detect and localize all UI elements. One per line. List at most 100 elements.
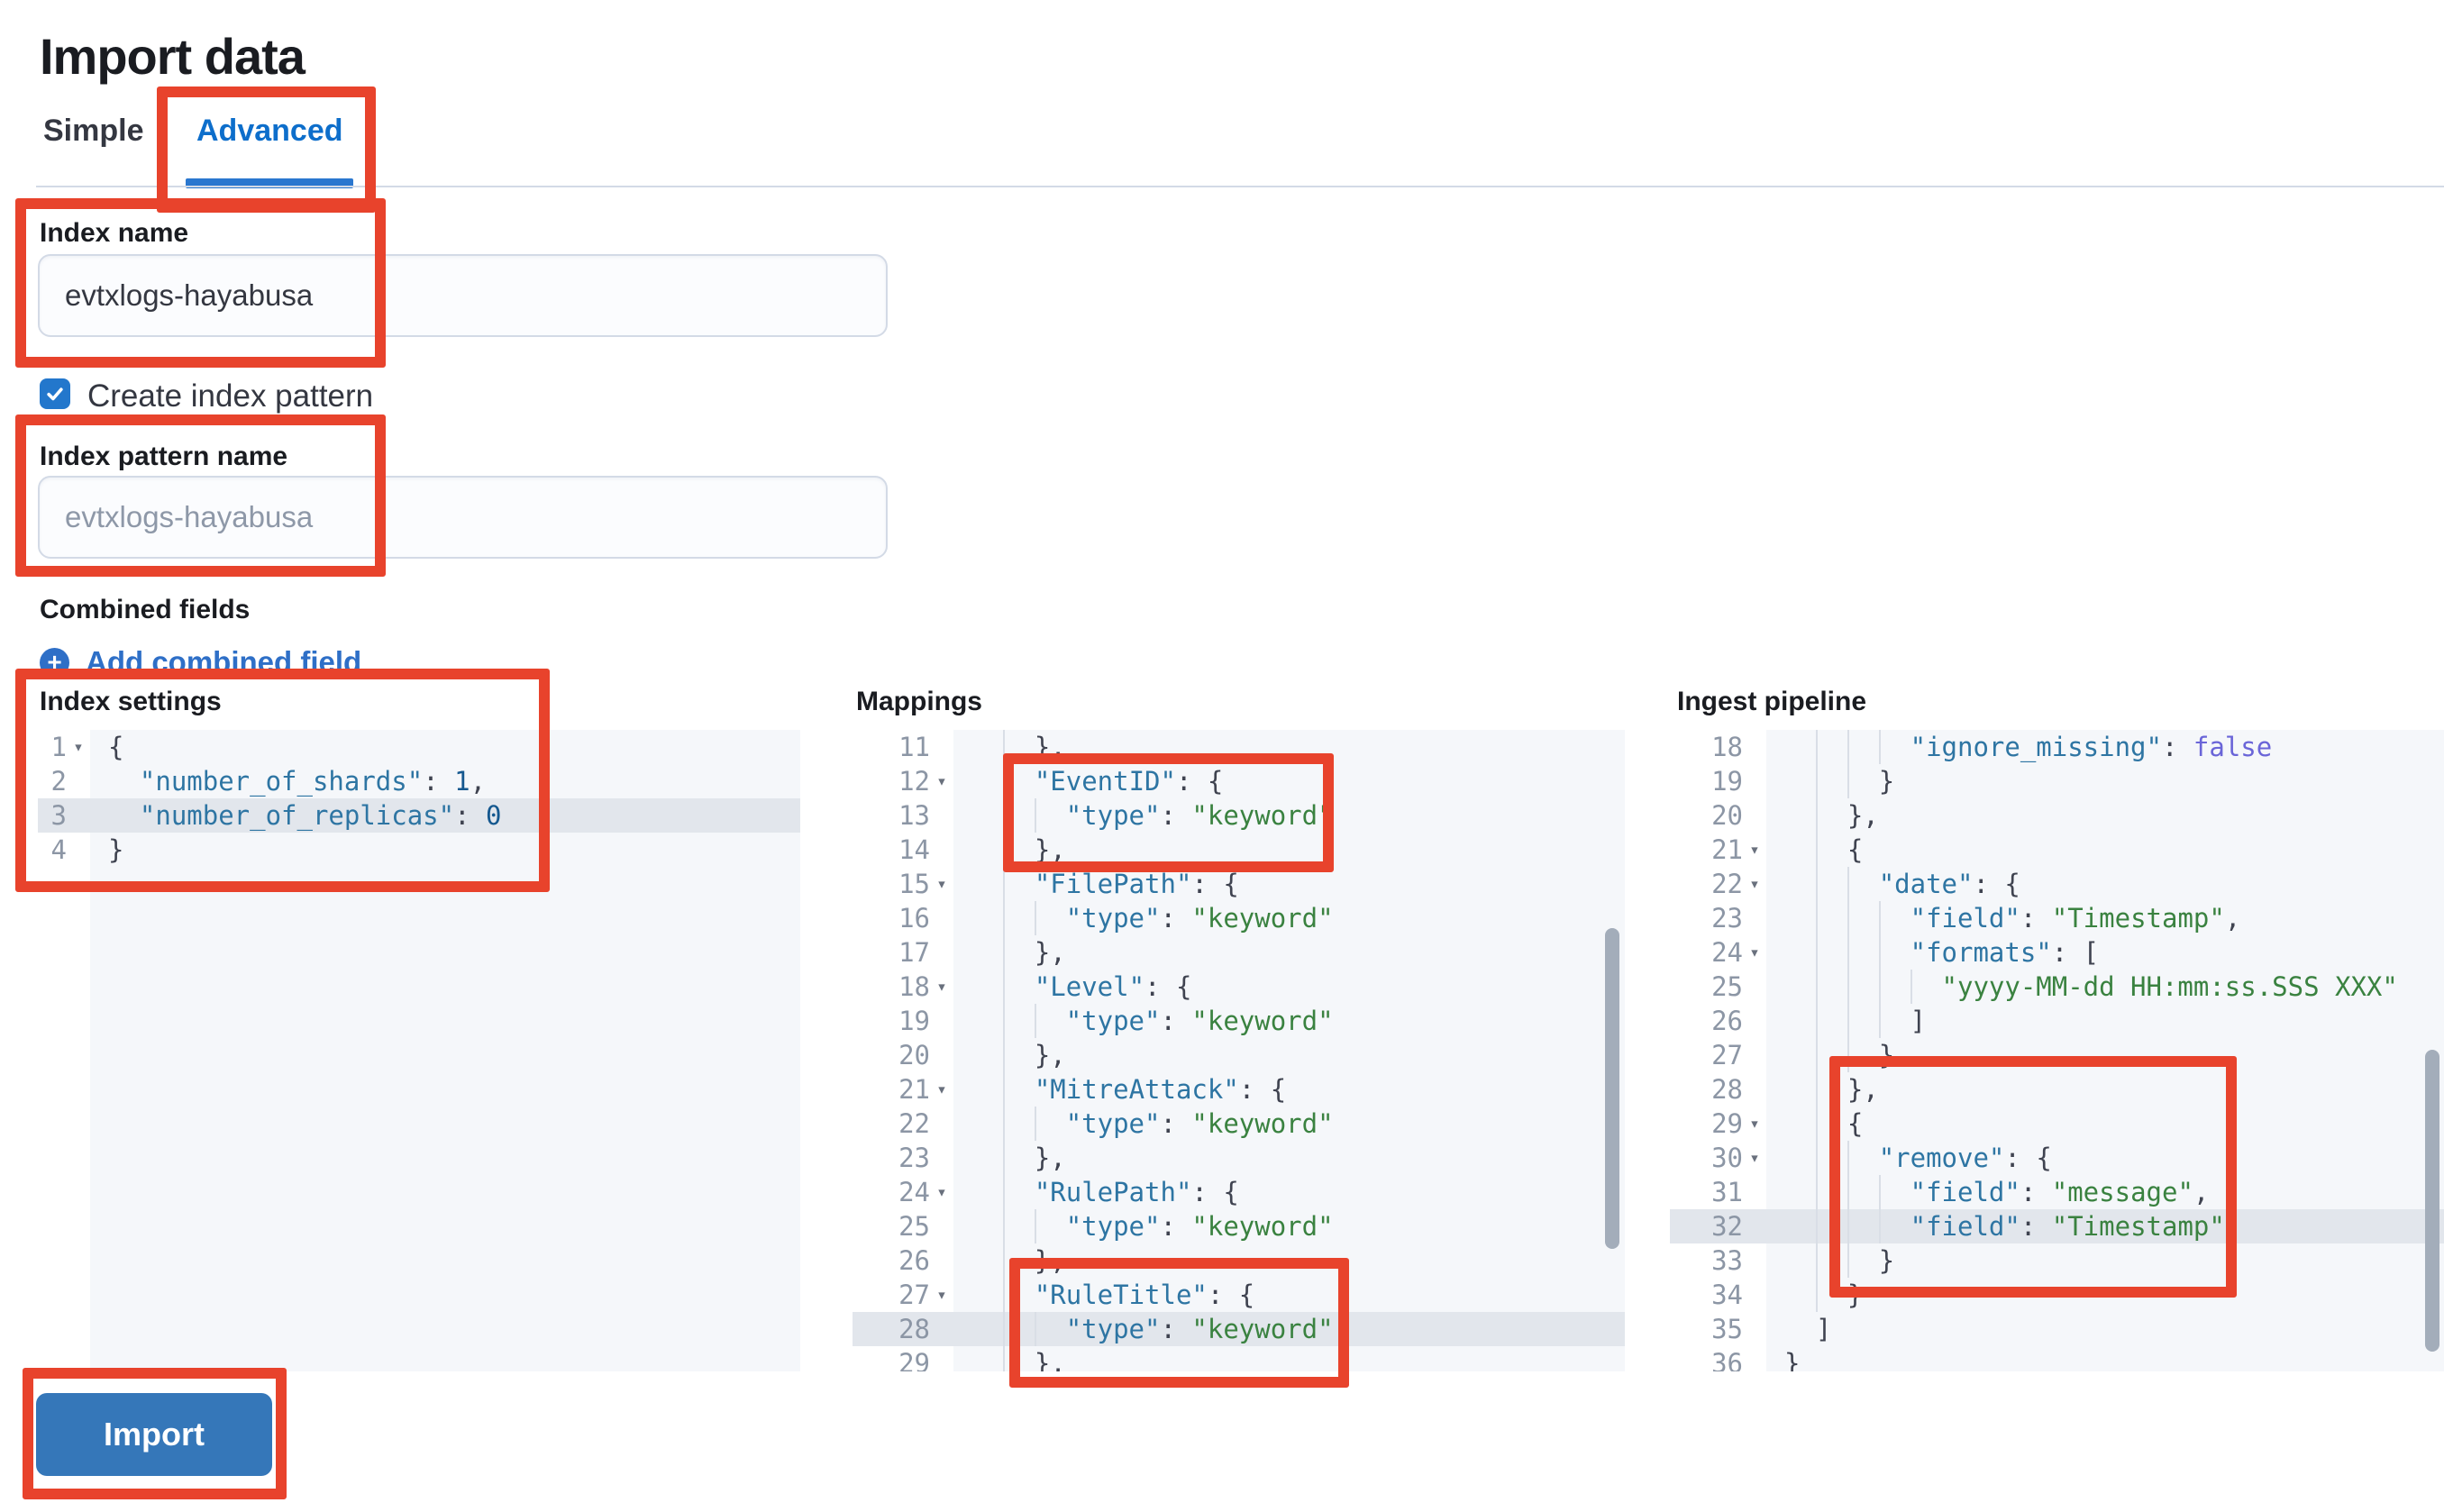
code-line-23: 23 }, xyxy=(853,1141,1625,1175)
code-line-34: 34 } xyxy=(1670,1278,2444,1312)
line-number: 36 xyxy=(1711,1348,1743,1371)
line-number: 34 xyxy=(1711,1280,1743,1310)
line-number: 15 xyxy=(898,869,930,899)
line-number: 19 xyxy=(898,1006,930,1036)
tab-advanced[interactable]: Advanced xyxy=(196,114,343,148)
combined-fields-label: Combined fields xyxy=(40,595,251,624)
code-line-3: 3 "number_of_replicas": 0 xyxy=(38,798,800,833)
fold-arrow-icon[interactable]: ▾ xyxy=(1749,1148,1760,1168)
fold-arrow-icon[interactable]: ▾ xyxy=(936,1079,947,1099)
line-number: 28 xyxy=(898,1314,930,1344)
ingest-pipeline-scrollbar[interactable] xyxy=(2425,1050,2439,1352)
import-button[interactable]: Import xyxy=(36,1393,272,1476)
code-line-32: 32 "field": "Timestamp" xyxy=(1670,1209,2444,1243)
add-combined-field-label: Add combined field xyxy=(86,645,362,679)
line-number: 25 xyxy=(1711,971,1743,1002)
plus-in-circle-icon: + xyxy=(40,647,69,678)
code-line-25: 25 "yyyy-MM-dd HH:mm:ss.SSS XXX" xyxy=(1670,970,2444,1004)
code-line-31: 31 "field": "message", xyxy=(1670,1175,2444,1209)
mappings-label: Mappings xyxy=(856,687,982,716)
index-name-input[interactable] xyxy=(38,254,888,337)
checkmark-icon xyxy=(45,384,65,404)
line-number: 21 xyxy=(898,1074,930,1105)
page-title: Import data xyxy=(40,28,306,85)
line-number: 11 xyxy=(898,732,930,762)
add-combined-field-link[interactable]: + Add combined field xyxy=(40,645,361,679)
line-number: 18 xyxy=(898,971,930,1002)
code-line-19: 19 "type": "keyword" xyxy=(853,1004,1625,1038)
code-line-19: 19 } xyxy=(1670,764,2444,798)
fold-arrow-icon[interactable]: ▾ xyxy=(1749,840,1760,860)
code-line-27: 27▾ "RuleTitle": { xyxy=(853,1278,1625,1312)
line-number: 4 xyxy=(50,834,67,865)
code-line-18: 18 "ignore_missing": false xyxy=(1670,730,2444,764)
annotation-box-advanced-tab xyxy=(157,87,376,213)
code-line-26: 26 ] xyxy=(1670,1004,2444,1038)
code-line-29: 29 }, xyxy=(853,1346,1625,1371)
line-number: 21 xyxy=(1711,834,1743,865)
code-line-28: 28 "type": "keyword" xyxy=(853,1312,1625,1346)
code-line-2: 2 "number_of_shards": 1, xyxy=(38,764,800,798)
code-line-20: 20 }, xyxy=(853,1038,1625,1072)
line-number: 26 xyxy=(1711,1006,1743,1036)
code-line-22: 22 "type": "keyword" xyxy=(853,1107,1625,1141)
code-line-23: 23 "field": "Timestamp", xyxy=(1670,901,2444,935)
code-line-26: 26 }, xyxy=(853,1243,1625,1278)
line-number: 33 xyxy=(1711,1245,1743,1276)
code-line-20: 20 }, xyxy=(1670,798,2444,833)
line-number: 30 xyxy=(1711,1143,1743,1173)
line-number: 24 xyxy=(1711,937,1743,968)
line-number: 27 xyxy=(898,1280,930,1310)
index-pattern-name-input[interactable] xyxy=(38,476,888,559)
line-number: 25 xyxy=(898,1211,930,1242)
create-index-pattern-label[interactable]: Create index pattern xyxy=(87,378,374,414)
line-number: 28 xyxy=(1711,1074,1743,1105)
line-number: 29 xyxy=(1711,1108,1743,1139)
code-line-36: 36} xyxy=(1670,1346,2444,1371)
line-number: 20 xyxy=(1711,800,1743,831)
code-line-14: 14 }, xyxy=(853,833,1625,867)
code-line-28: 28 }, xyxy=(1670,1072,2444,1107)
index-settings-editor[interactable]: 1▾{2 "number_of_shards": 1,3 "number_of_… xyxy=(38,730,800,1371)
fold-arrow-icon[interactable]: ▾ xyxy=(1749,874,1760,894)
code-line-1: 1▾{ xyxy=(38,730,800,764)
active-tab-underline xyxy=(186,178,353,188)
fold-arrow-icon[interactable]: ▾ xyxy=(73,737,84,757)
code-line-35: 35 ] xyxy=(1670,1312,2444,1346)
code-line-4: 4} xyxy=(38,833,800,867)
line-number: 23 xyxy=(1711,903,1743,934)
code-line-12: 12▾ "EventID": { xyxy=(853,764,1625,798)
editor-empty-area xyxy=(38,867,800,1371)
line-number: 2 xyxy=(50,766,67,797)
fold-arrow-icon[interactable]: ▾ xyxy=(936,1285,947,1305)
create-index-pattern-checkbox[interactable] xyxy=(40,378,70,409)
index-name-label: Index name xyxy=(40,218,189,248)
fold-arrow-icon[interactable]: ▾ xyxy=(936,874,947,894)
tab-simple[interactable]: Simple xyxy=(43,114,144,148)
fold-arrow-icon[interactable]: ▾ xyxy=(1749,1114,1760,1134)
line-number: 35 xyxy=(1711,1314,1743,1344)
line-number: 22 xyxy=(898,1108,930,1139)
line-number: 27 xyxy=(1711,1040,1743,1070)
code-line-24: 24▾ "RulePath": { xyxy=(853,1175,1625,1209)
code-line-21: 21▾ "MitreAttack": { xyxy=(853,1072,1625,1107)
line-number: 13 xyxy=(898,800,930,831)
line-number: 31 xyxy=(1711,1177,1743,1207)
code-line-24: 24▾ "formats": [ xyxy=(1670,935,2444,970)
code-line-29: 29▾ { xyxy=(1670,1107,2444,1141)
code-line-11: 11 }, xyxy=(853,730,1625,764)
fold-arrow-icon[interactable]: ▾ xyxy=(936,1182,947,1202)
code-line-13: 13 "type": "keyword" xyxy=(853,798,1625,833)
fold-arrow-icon[interactable]: ▾ xyxy=(936,771,947,791)
line-number: 19 xyxy=(1711,766,1743,797)
line-number: 17 xyxy=(898,937,930,968)
code-line-21: 21▾ { xyxy=(1670,833,2444,867)
code-line-22: 22▾ "date": { xyxy=(1670,867,2444,901)
code-line-30: 30▾ "remove": { xyxy=(1670,1141,2444,1175)
fold-arrow-icon[interactable]: ▾ xyxy=(936,977,947,997)
fold-arrow-icon[interactable]: ▾ xyxy=(1749,943,1760,962)
line-number: 26 xyxy=(898,1245,930,1276)
mappings-editor[interactable]: 11 },12▾ "EventID": {13 "type": "keyword… xyxy=(853,730,1625,1371)
mappings-scrollbar[interactable] xyxy=(1605,928,1619,1249)
